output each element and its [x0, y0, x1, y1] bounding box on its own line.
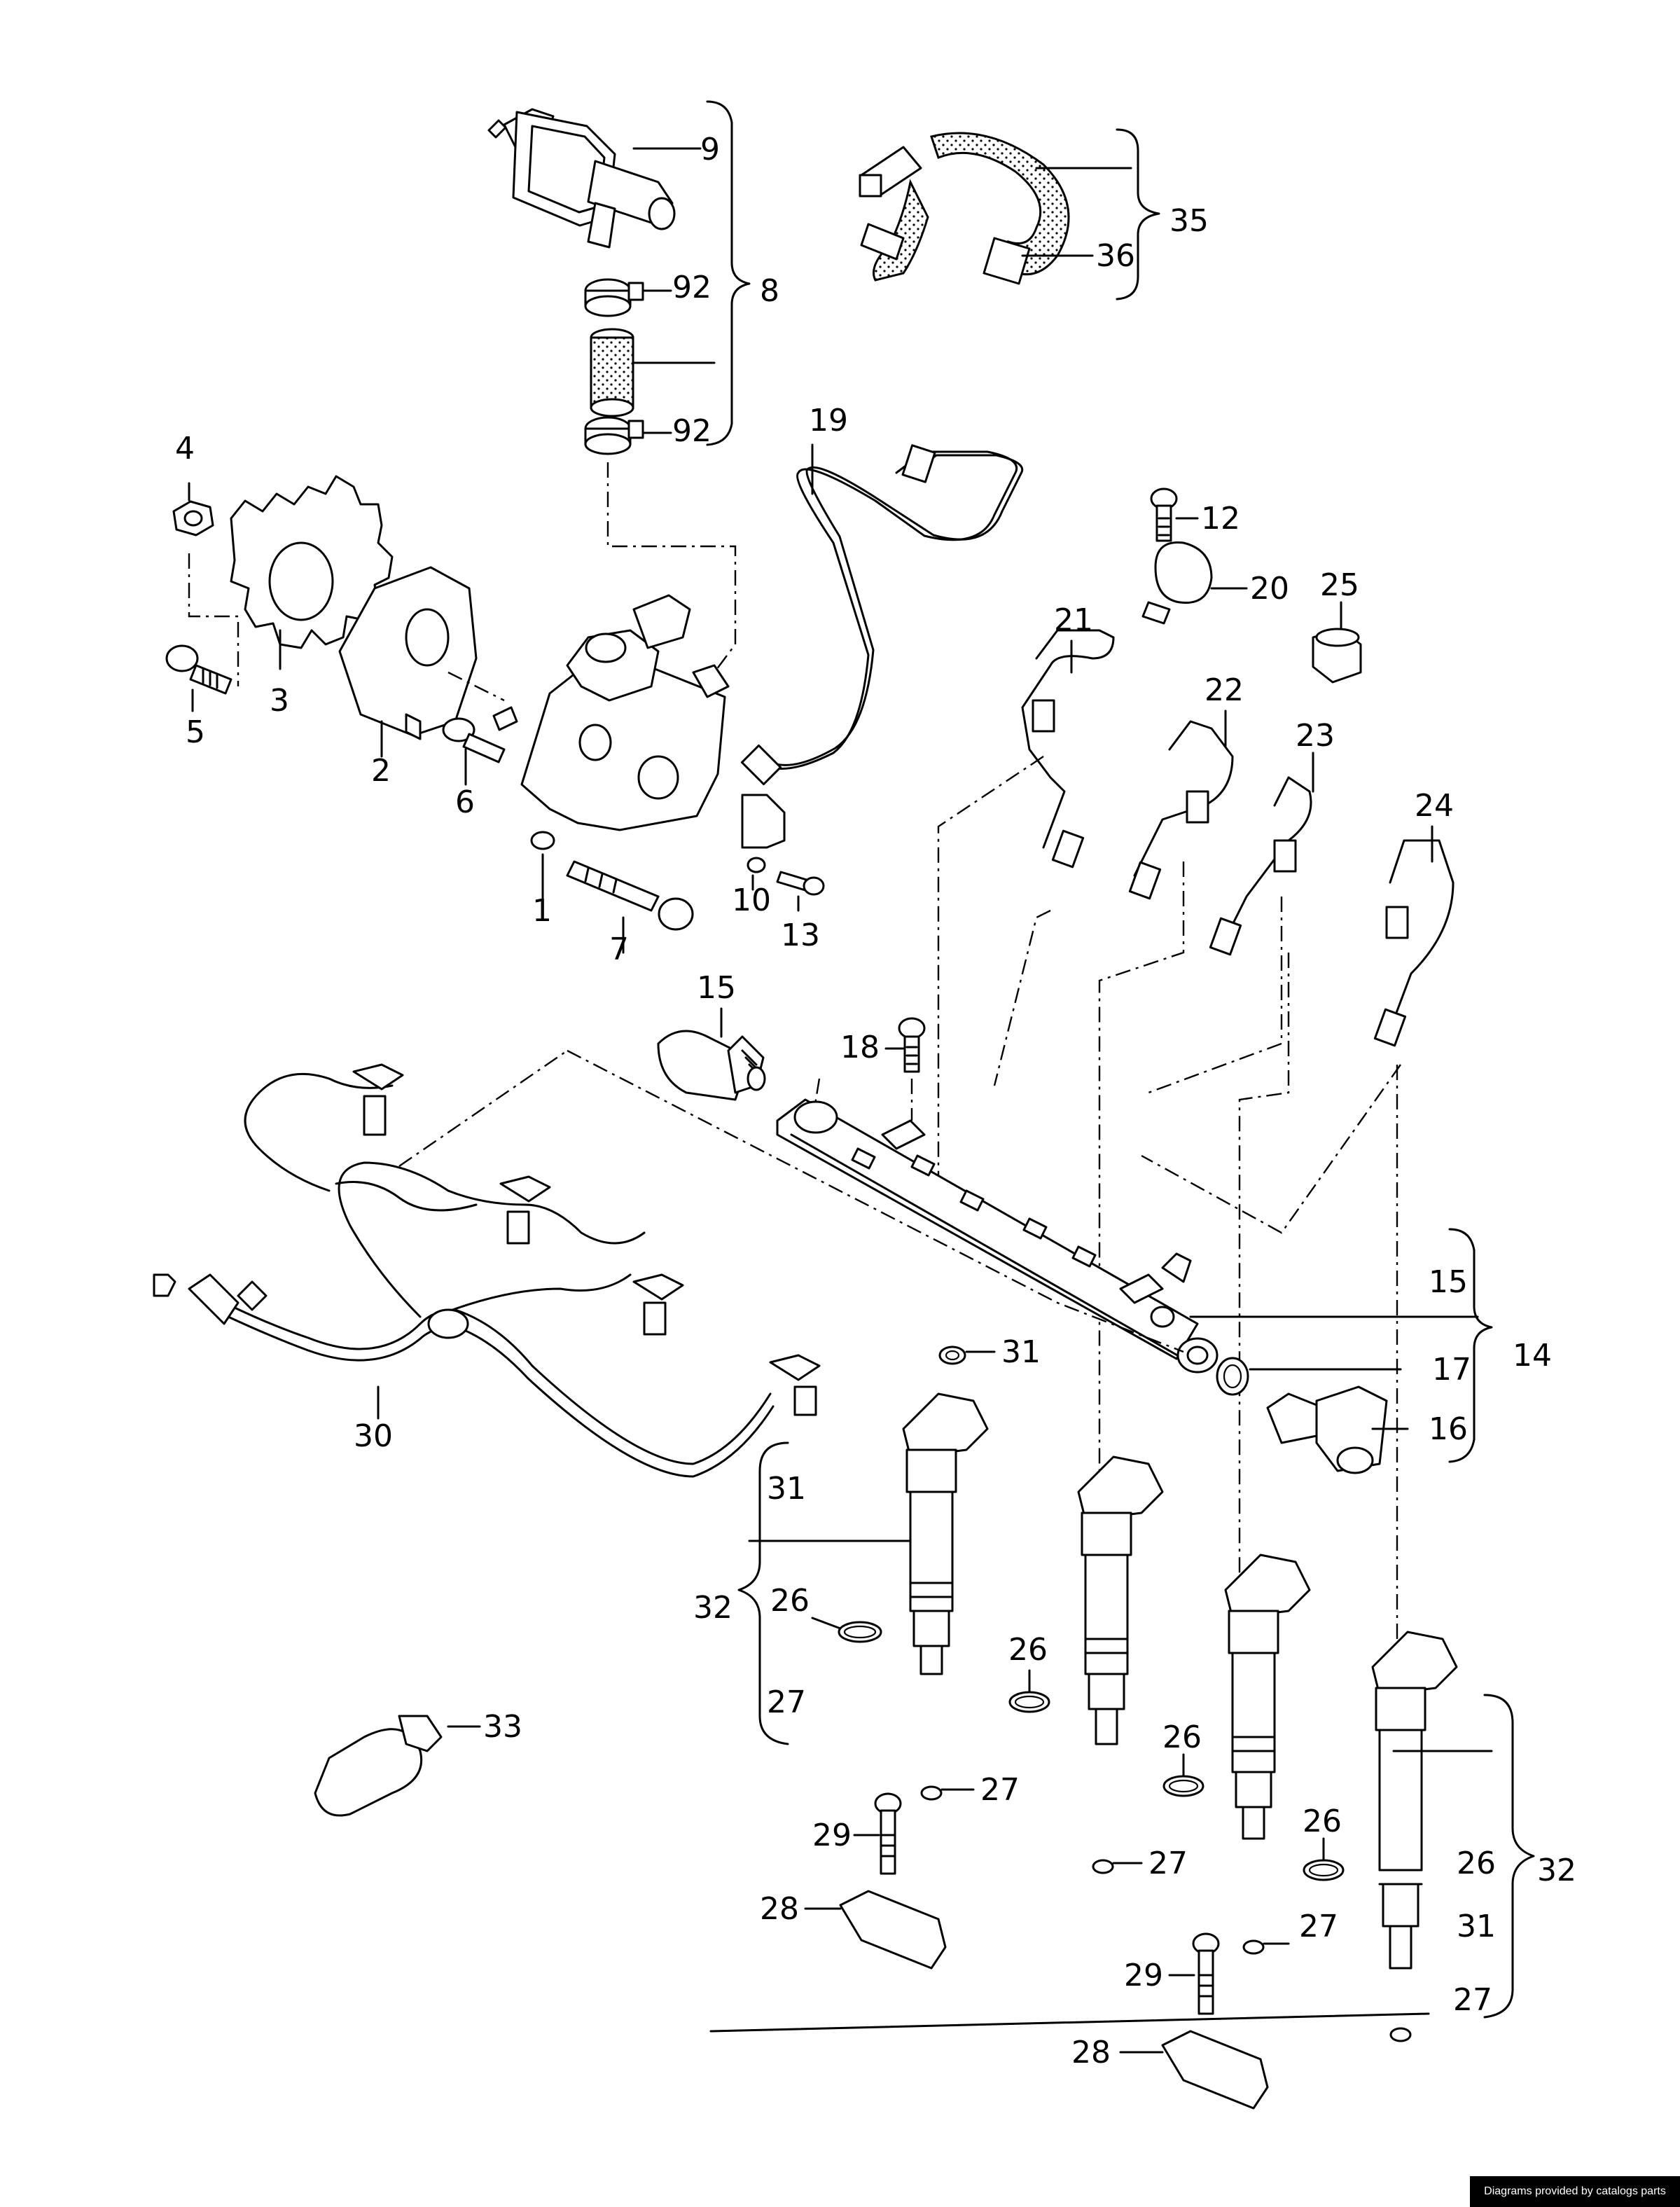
- bracket-32-right: [1483, 1694, 1535, 2019]
- callout-9: 9: [700, 132, 720, 167]
- hp-line-22: [1128, 710, 1234, 900]
- callout-25: 25: [1320, 567, 1359, 603]
- callout-29-right: 29: [1124, 1958, 1163, 1993]
- nut-4: [172, 482, 214, 537]
- callout-4: 4: [175, 431, 195, 466]
- callout-31-upper: 31: [1001, 1334, 1041, 1370]
- clamp-28-left: [804, 1890, 947, 1970]
- fuel-rail-14: [776, 1098, 1479, 1374]
- callout-27-a: 27: [767, 1684, 806, 1720]
- callout-16: 16: [1429, 1411, 1468, 1447]
- fuel-hose-8: [590, 328, 716, 417]
- bolt-6: [442, 717, 506, 786]
- bracket-32-left: [737, 1441, 789, 1745]
- clamp-20: [1141, 541, 1248, 625]
- callout-35: 35: [1169, 203, 1209, 239]
- callout-12: 12: [1201, 501, 1240, 537]
- seal-17: [1216, 1357, 1402, 1396]
- clamp-28-right: [1119, 2030, 1269, 2110]
- callout-8: 8: [760, 273, 779, 309]
- callout-31-left: 31: [767, 1471, 806, 1507]
- callout-labels: 9 8 92 92 35 36 4 3 5 2 6 1 7 10 13 19 1…: [175, 132, 1576, 2070]
- pressure-sensor-15-left: [657, 1007, 766, 1101]
- callout-27-d: 27: [1299, 1909, 1338, 1944]
- bolt-29-right: [1168, 1932, 1220, 2015]
- callout-15-right: 15: [1429, 1264, 1468, 1300]
- hp-line-19: [769, 450, 1018, 770]
- callout-15-left: 15: [697, 970, 736, 1006]
- fuel-temperature-sensor-9: [487, 108, 702, 249]
- injector-32-1: [902, 1392, 989, 1675]
- injector-32-2: [1077, 1455, 1164, 1745]
- callout-32-left: 32: [693, 1590, 733, 1626]
- callout-31-right: 31: [1457, 1909, 1496, 1944]
- hose-35: [859, 128, 1160, 300]
- clamp-33: [314, 1715, 481, 1817]
- rail-centerline: [567, 1049, 1184, 1353]
- hp-line-24: [1373, 825, 1455, 1047]
- bracket-14: [1448, 1228, 1493, 1463]
- callout-26-b: 26: [1008, 1632, 1048, 1668]
- seal-31: [938, 1345, 996, 1365]
- callout-28-right: 28: [1071, 2035, 1111, 2070]
- callout-26-a: 26: [770, 1583, 810, 1619]
- callout-13: 13: [781, 918, 820, 953]
- callout-26-d: 26: [1303, 1804, 1342, 1839]
- bolt-18: [884, 1017, 926, 1121]
- callout-5: 5: [186, 714, 205, 750]
- callout-28-left: 28: [760, 1891, 799, 1927]
- callout-32-right: 32: [1537, 1853, 1576, 1888]
- hp-line-23: [1209, 752, 1314, 956]
- bracket-10: [741, 794, 786, 891]
- hose-clamp-92-upper: [584, 278, 672, 317]
- bolt-5: [165, 644, 232, 712]
- callout-27-b: 27: [980, 1772, 1020, 1808]
- callout-10: 10: [732, 883, 771, 918]
- bolt-12: [1150, 487, 1199, 542]
- hub-2: [338, 566, 505, 758]
- fuel-return-line-30: [153, 1050, 821, 1478]
- cap-25: [1312, 601, 1362, 684]
- callout-6: 6: [455, 784, 475, 820]
- bracket-8: [706, 100, 751, 446]
- high-pressure-pump-1: [492, 594, 730, 908]
- assembly-lines: [811, 756, 1401, 1646]
- callout-36: 36: [1096, 238, 1135, 274]
- callout-19: 19: [809, 403, 848, 438]
- callout-92-lower: 92: [672, 413, 711, 449]
- callout-26-e: 26: [1457, 1846, 1496, 1881]
- callout-27-c: 27: [1148, 1846, 1188, 1881]
- injector-32-3: [1224, 1554, 1311, 1840]
- bolt-29-left: [853, 1792, 902, 1875]
- seals-26-27: [709, 1540, 1493, 2042]
- bolt-13: [776, 871, 825, 912]
- callout-2: 2: [371, 753, 391, 789]
- callout-21: 21: [1054, 602, 1093, 638]
- callout-3: 3: [270, 683, 289, 719]
- callout-23: 23: [1296, 718, 1335, 754]
- callout-26-c: 26: [1162, 1720, 1202, 1755]
- callout-20: 20: [1250, 571, 1289, 607]
- callout-22: 22: [1205, 672, 1244, 708]
- hose-clamp-92-lower: [584, 416, 672, 455]
- callout-33: 33: [483, 1709, 522, 1745]
- callout-27-e: 27: [1453, 1982, 1492, 2018]
- callout-18: 18: [840, 1030, 880, 1065]
- injector-32-4: [1371, 1631, 1458, 1970]
- callout-7: 7: [609, 932, 629, 967]
- callout-17: 17: [1432, 1352, 1471, 1388]
- credit-banner: Diagrams provided by catalogs parts: [1470, 2176, 1680, 2207]
- callout-14: 14: [1513, 1338, 1552, 1374]
- callout-24: 24: [1415, 788, 1454, 824]
- sprocket-gear-3: [188, 475, 394, 686]
- callout-29-left: 29: [812, 1818, 852, 1853]
- callout-92-upper: 92: [672, 270, 711, 305]
- pressure-sensor-16: [1266, 1385, 1409, 1474]
- callout-30: 30: [354, 1418, 393, 1454]
- hp-line-21: [1021, 629, 1115, 869]
- callout-1: 1: [532, 893, 552, 929]
- bolt-7: [566, 860, 694, 954]
- flow-line-8: [606, 462, 737, 673]
